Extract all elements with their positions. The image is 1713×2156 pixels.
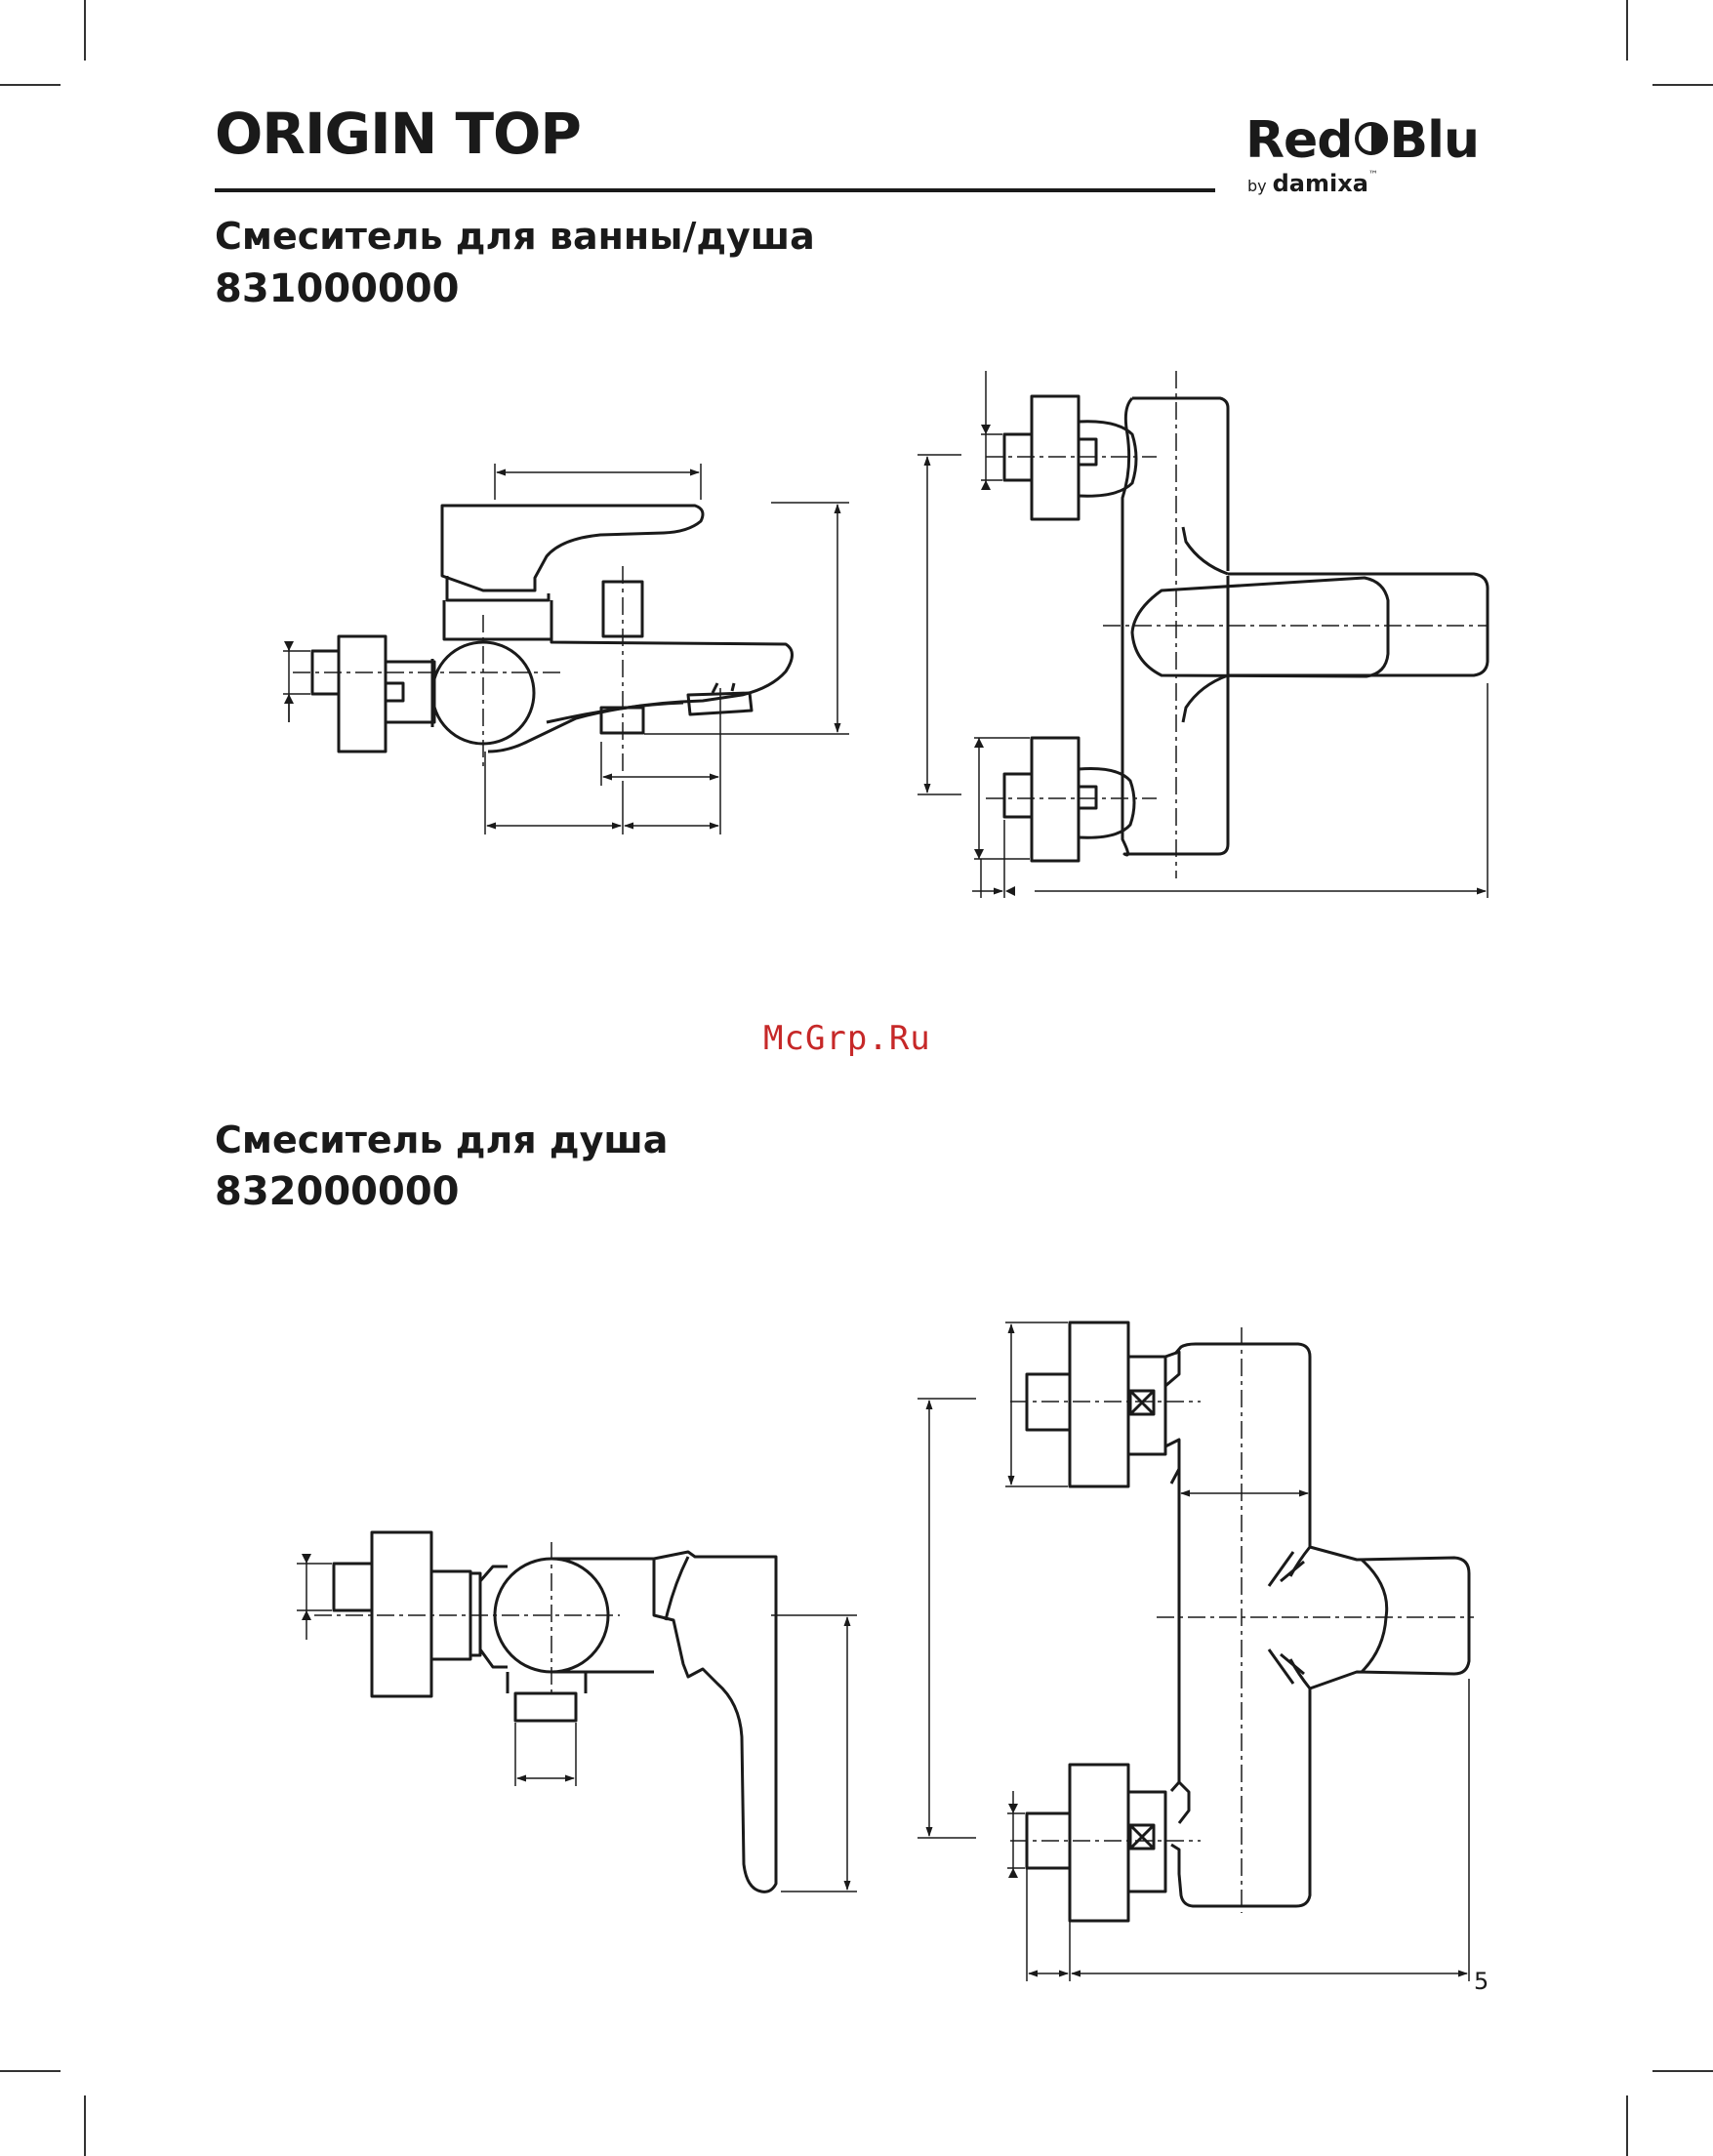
- bath-mixer-side-dimensions: [283, 464, 849, 834]
- bath-mixer-front-centerlines: [986, 371, 1489, 878]
- page-number: 5: [1474, 1968, 1489, 1995]
- bath-mixer-side-centerlines: [293, 566, 623, 771]
- shower-mixer-front-dimensions: [918, 1322, 1469, 1981]
- shower-mixer-side-dimensions: [297, 1554, 857, 1892]
- shower-mixer-side-view: [334, 1532, 776, 1892]
- bath-mixer-front-view: [1004, 396, 1488, 861]
- shower-mixer-front-view: [1027, 1322, 1469, 1921]
- shower-mixer-front-centerlines: [1010, 1327, 1474, 1913]
